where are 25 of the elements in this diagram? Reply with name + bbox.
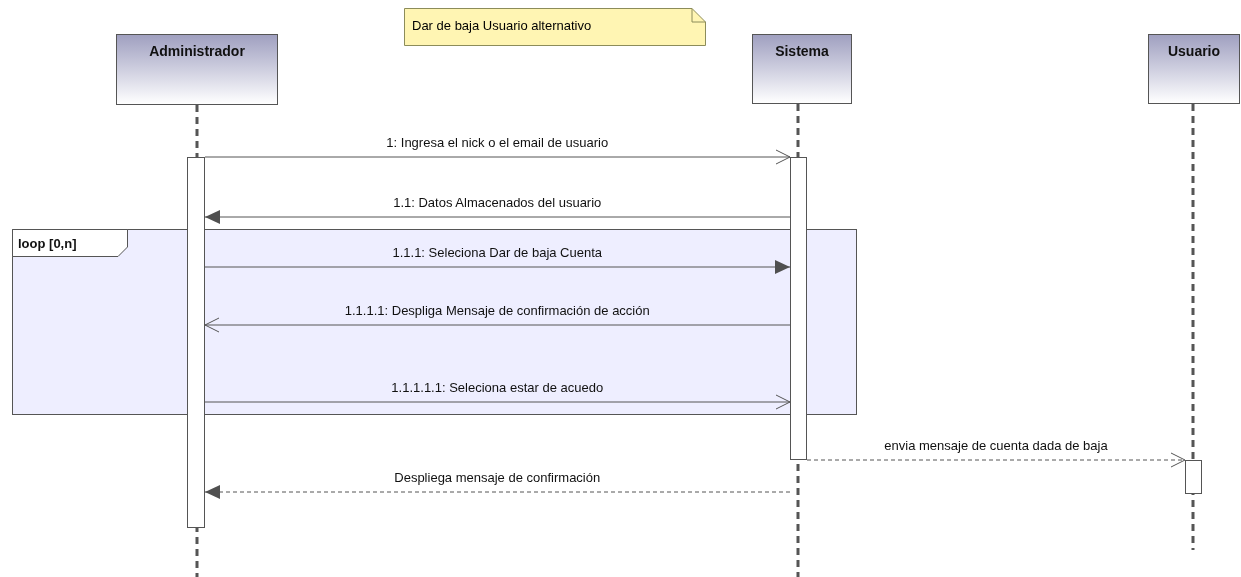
activation-bar: [790, 157, 807, 460]
message-arrow: [806, 452, 1186, 468]
message-arrow: [204, 210, 791, 224]
message-label: 1.1.1: Seleciona Dar de baja Cuenta: [392, 244, 603, 262]
lifeline-head: [1148, 34, 1240, 104]
message-label: 1.1.1.1: Despliga Mensaje de confirmación de acción: [344, 302, 650, 320]
message-arrow: [204, 485, 791, 499]
activation-bar: [187, 157, 205, 528]
message-arrow: [204, 317, 791, 333]
participant-name: Sistema: [775, 42, 829, 61]
message-label: envia mensaje de cuenta dada de baja: [884, 437, 1108, 455]
message-label: 1.1.1.1.1: Seleciona estar de acuedo: [391, 379, 604, 397]
frame-label: loop [0,n]: [18, 235, 77, 253]
message-label: 1.1: Datos Almacenados del usuario: [393, 194, 602, 212]
lifeline-head: [752, 34, 852, 104]
lifeline-head: [116, 34, 278, 105]
message-arrow: [204, 149, 791, 165]
activation-bar: [1185, 460, 1202, 494]
message-label: 1: Ingresa el nick o el email de usuario: [386, 134, 609, 152]
message-label: Despliega mensaje de confirmación: [394, 469, 601, 487]
message-arrow: [204, 260, 791, 274]
participant-name: Usuario: [1167, 42, 1221, 61]
note-text: Dar de baja Usuario alternativo: [412, 17, 592, 35]
message-arrow: [204, 394, 791, 410]
participant-name: Administrador: [149, 42, 245, 61]
